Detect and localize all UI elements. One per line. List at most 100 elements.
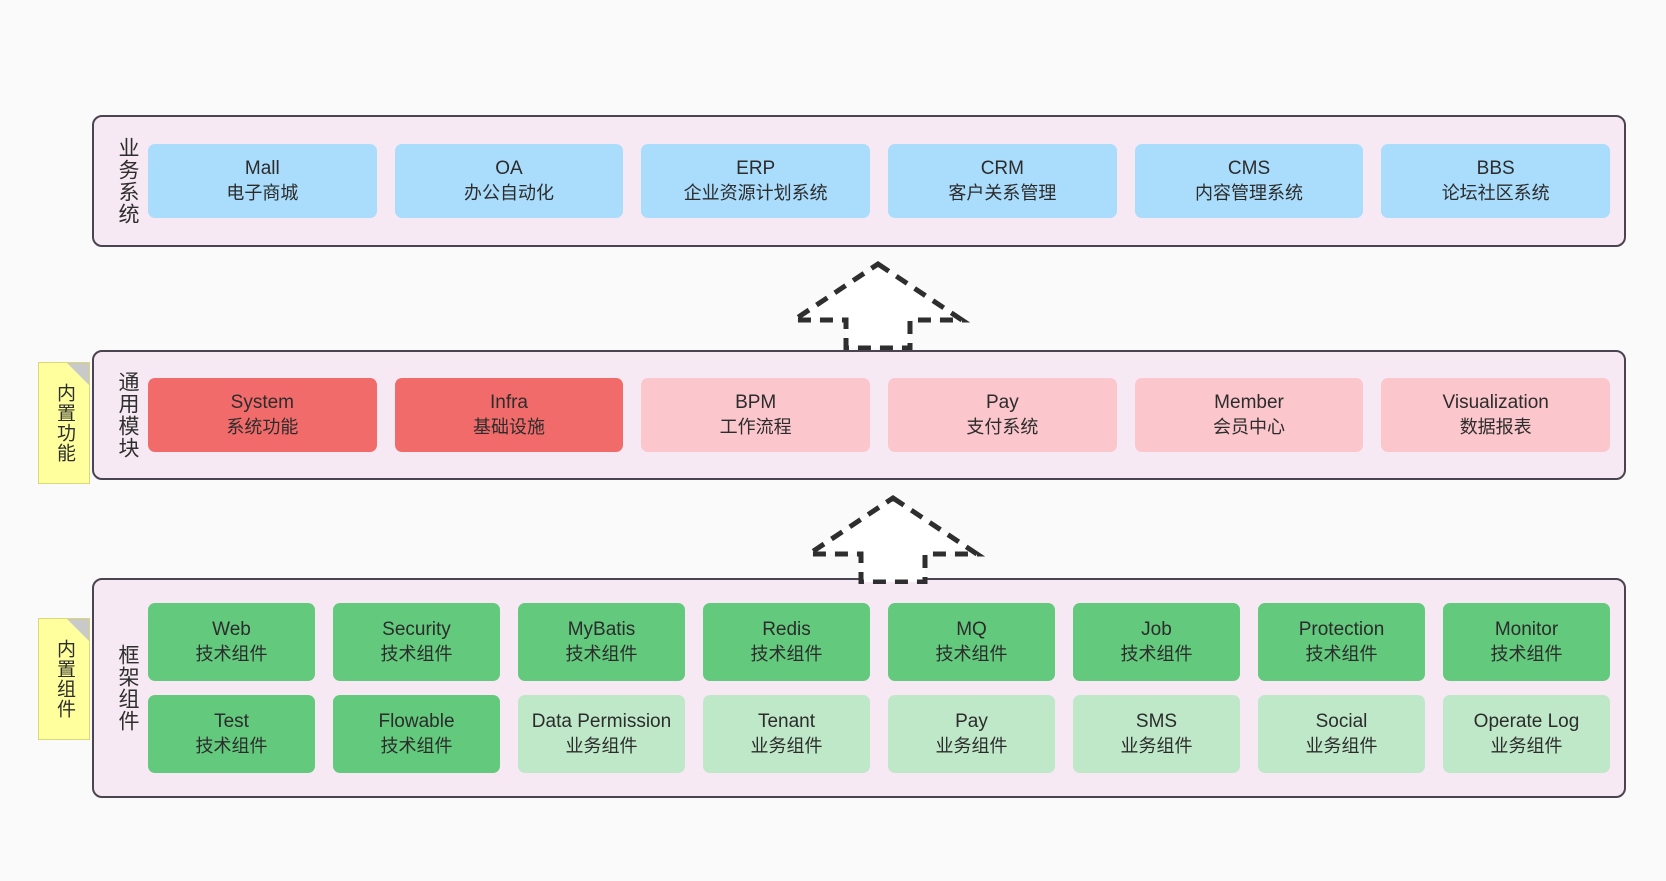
card-cms[interactable]: CMS 内容管理系统	[1134, 144, 1364, 218]
card-subtitle: 基础设施	[473, 416, 545, 437]
layer-body-framework-components: Web 技术组件 Security 技术组件 MyBatis 技术组件 Redi…	[140, 580, 1624, 796]
card-mq[interactable]: MQ 技术组件	[888, 603, 1055, 681]
card-test[interactable]: Test 技术组件	[148, 695, 315, 773]
card-title: OA	[495, 158, 523, 180]
card-protection[interactable]: Protection 技术组件	[1258, 603, 1425, 681]
note-builtin-components: 内置组件	[38, 618, 90, 740]
card-subtitle: 办公自动化	[464, 182, 554, 203]
card-subtitle: 业务组件	[1120, 735, 1193, 756]
card-operate-log[interactable]: Operate Log 业务组件	[1443, 695, 1610, 773]
card-subtitle: 技术组件	[195, 735, 268, 756]
card-subtitle: 工作流程	[719, 416, 792, 437]
card-subtitle: 数据报表	[1459, 416, 1532, 437]
card-subtitle: 业务组件	[565, 735, 638, 756]
card-title: Visualization	[1442, 392, 1549, 414]
card-row: Test 技术组件 Flowable 技术组件 Data Permission …	[148, 695, 1610, 773]
card-subtitle: 技术组件	[1305, 643, 1378, 664]
card-monitor[interactable]: Monitor 技术组件	[1443, 603, 1610, 681]
card-title: Operate Log	[1473, 711, 1580, 733]
card-visualization[interactable]: Visualization 数据报表	[1381, 378, 1611, 452]
card-title: Social	[1315, 711, 1368, 733]
card-subtitle: 业务组件	[935, 735, 1008, 756]
card-subtitle: 企业资源计划系统	[683, 182, 828, 203]
card-job[interactable]: Job 技术组件	[1073, 603, 1240, 681]
card-subtitle: 客户关系管理	[948, 182, 1057, 203]
card-flowable[interactable]: Flowable 技术组件	[333, 695, 500, 773]
card-title: Security	[382, 619, 451, 641]
card-subtitle: 技术组件	[1490, 643, 1563, 664]
card-redis[interactable]: Redis 技术组件	[703, 603, 870, 681]
note-text: 内置功能	[54, 383, 75, 463]
card-web[interactable]: Web 技术组件	[148, 603, 315, 681]
card-subtitle: 内容管理系统	[1195, 182, 1304, 203]
card-oa[interactable]: OA 办公自动化	[394, 144, 624, 218]
note-builtin-features: 内置功能	[38, 362, 90, 484]
card-subtitle: 技术组件	[565, 643, 638, 664]
card-subtitle: 技术组件	[750, 643, 823, 664]
card-title: BBS	[1476, 158, 1515, 180]
card-subtitle: 会员中心	[1213, 416, 1286, 437]
card-title: Data Permission	[531, 711, 672, 733]
card-title: ERP	[736, 158, 776, 180]
card-tenant[interactable]: Tenant 业务组件	[703, 695, 870, 773]
card-row: Mall 电子商城 OA 办公自动化 ERP 企业资源计划系统 CRM 客户关系…	[148, 144, 1611, 218]
card-member[interactable]: Member 会员中心	[1134, 378, 1364, 452]
note-text: 内置组件	[54, 639, 75, 719]
layer-label-business-systems: 业务系统	[116, 137, 139, 225]
page-fold-icon	[67, 619, 89, 641]
card-title: BPM	[735, 392, 777, 414]
card-subtitle: 技术组件	[935, 643, 1008, 664]
card-subtitle: 技术组件	[380, 643, 453, 664]
card-title: Mall	[244, 158, 280, 180]
arrow-implement-icon	[800, 494, 986, 585]
card-subtitle: 技术组件	[1120, 643, 1193, 664]
card-erp[interactable]: ERP 企业资源计划系统	[641, 144, 871, 218]
card-subtitle: 业务组件	[750, 735, 823, 756]
page-fold-icon	[67, 363, 89, 385]
arrow-build-icon	[785, 260, 971, 351]
card-subtitle: 业务组件	[1490, 735, 1563, 756]
card-social[interactable]: Social 业务组件	[1258, 695, 1425, 773]
card-title: CMS	[1227, 158, 1271, 180]
card-title: Redis	[762, 619, 811, 641]
card-security[interactable]: Security 技术组件	[333, 603, 500, 681]
card-title: MQ	[956, 619, 987, 641]
card-title: Tenant	[757, 711, 816, 733]
card-subtitle: 技术组件	[380, 735, 453, 756]
card-title: SMS	[1135, 711, 1178, 733]
card-title: Web	[212, 619, 251, 641]
card-system[interactable]: System 系统功能	[148, 378, 377, 452]
arrow-build	[785, 258, 971, 351]
card-subtitle: 电子商城	[226, 182, 299, 203]
card-subtitle: 支付系统	[966, 416, 1039, 437]
card-pay-component[interactable]: Pay 业务组件	[888, 695, 1055, 773]
layer-common-modules: 通用模块 System 系统功能 Infra 基础设施 BPM 工作流程 Pay…	[92, 350, 1626, 480]
card-data-permission[interactable]: Data Permission 业务组件	[518, 695, 685, 773]
card-title: Pay	[985, 392, 1019, 414]
layer-business-systems: 业务系统 Mall 电子商城 OA 办公自动化 ERP 企业资源计划系统 CRM…	[92, 115, 1626, 247]
card-title: Monitor	[1494, 619, 1559, 641]
card-title: System	[230, 392, 295, 414]
card-crm[interactable]: CRM 客户关系管理	[888, 144, 1117, 218]
card-infra[interactable]: Infra 基础设施	[394, 378, 624, 452]
card-bpm[interactable]: BPM 工作流程	[641, 378, 871, 452]
card-sms[interactable]: SMS 业务组件	[1073, 695, 1240, 773]
card-title: Member	[1214, 392, 1284, 414]
card-row: Web 技术组件 Security 技术组件 MyBatis 技术组件 Redi…	[148, 603, 1610, 681]
card-title: Test	[214, 711, 249, 733]
layer-label-common-modules: 通用模块	[116, 371, 139, 459]
card-title: Job	[1141, 619, 1172, 641]
card-pay[interactable]: Pay 支付系统	[888, 378, 1117, 452]
card-mall[interactable]: Mall 电子商城	[148, 144, 377, 218]
card-title: Infra	[489, 392, 529, 414]
card-title: Protection	[1298, 619, 1385, 641]
layer-label-framework-components: 框架组件	[116, 644, 139, 732]
arrow-implement	[800, 492, 986, 585]
layer-body-business-systems: Mall 电子商城 OA 办公自动化 ERP 企业资源计划系统 CRM 客户关系…	[140, 117, 1624, 245]
card-subtitle: 业务组件	[1305, 735, 1378, 756]
card-subtitle: 论坛社区系统	[1441, 182, 1550, 203]
layer-framework-components: 框架组件 Web 技术组件 Security 技术组件 MyBatis 技术组件…	[92, 578, 1626, 798]
layer-body-common-modules: System 系统功能 Infra 基础设施 BPM 工作流程 Pay 支付系统…	[140, 352, 1624, 478]
card-mybatis[interactable]: MyBatis 技术组件	[518, 603, 685, 681]
card-bbs[interactable]: BBS 论坛社区系统	[1381, 144, 1611, 218]
